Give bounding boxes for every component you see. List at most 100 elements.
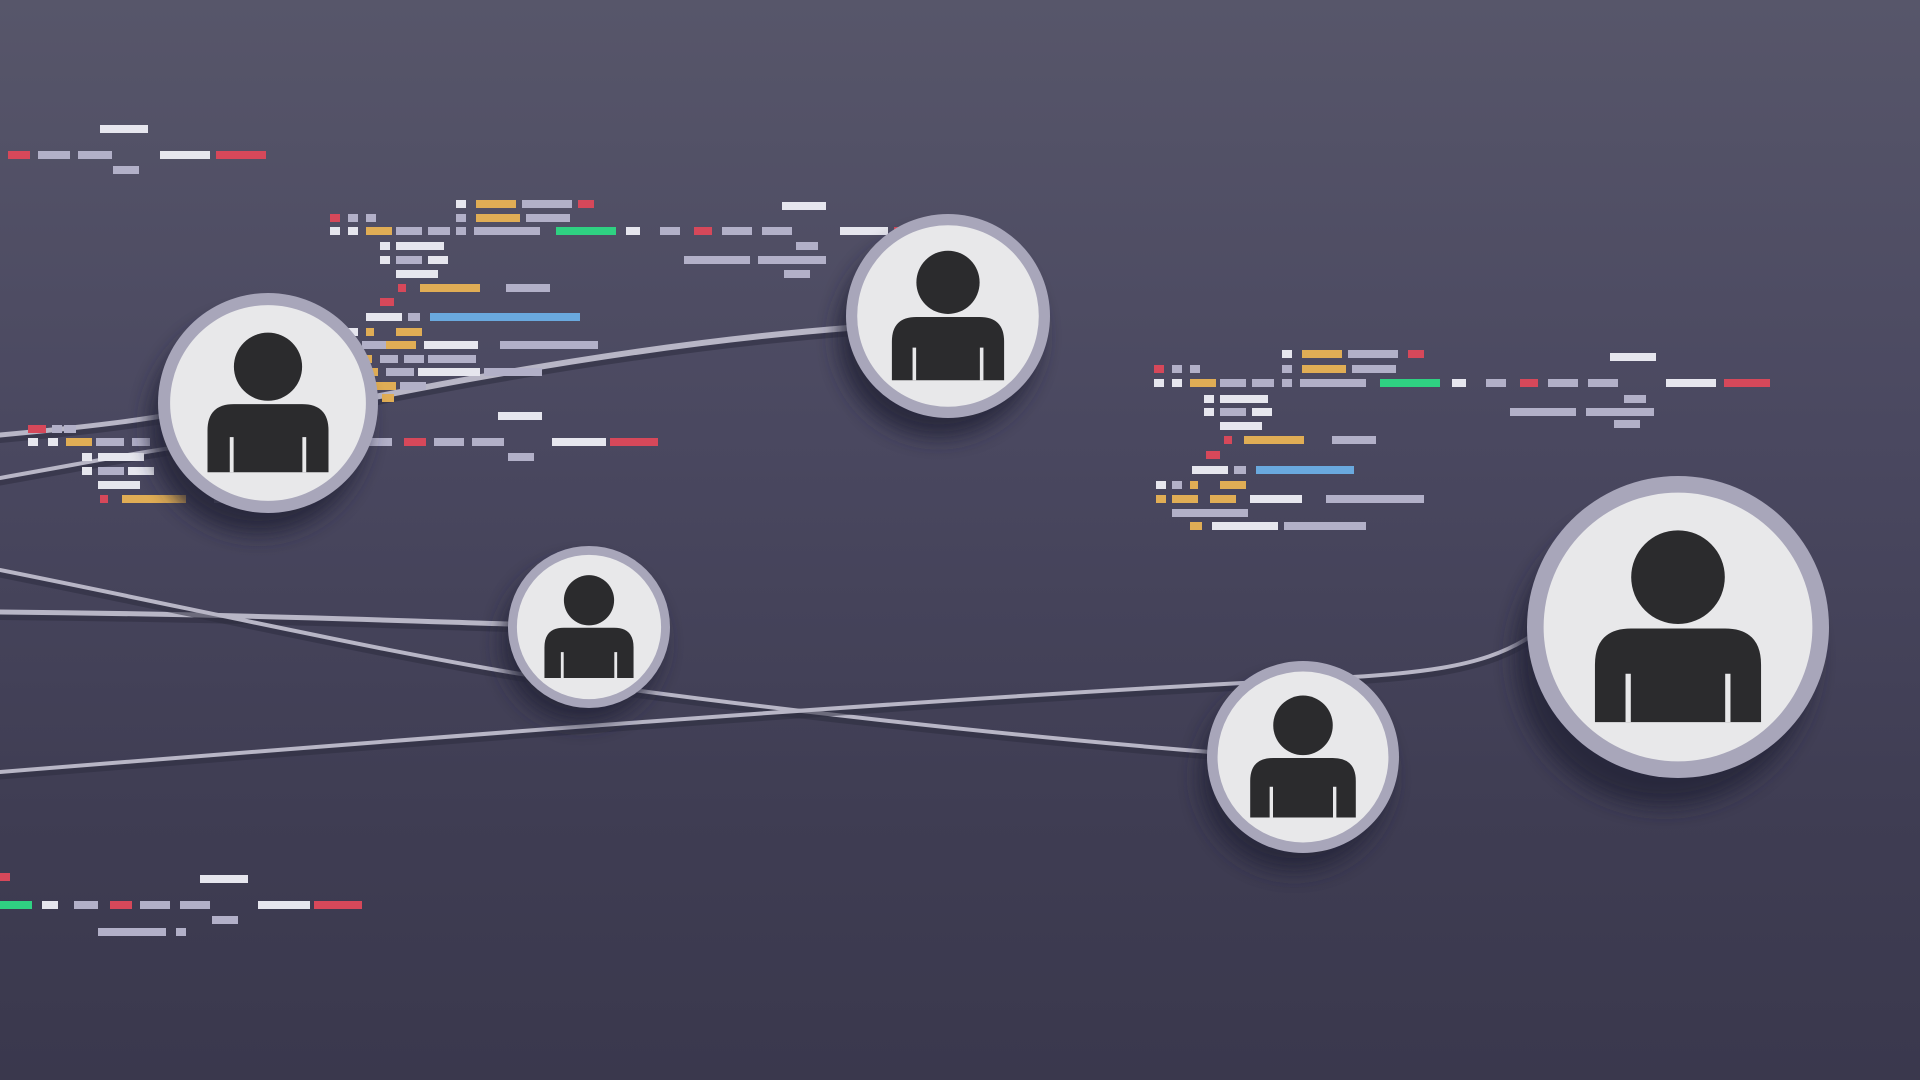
- code-token: [552, 438, 606, 446]
- code-token: [78, 151, 112, 159]
- code-snippet-right: [1154, 350, 1770, 530]
- connection-line: [0, 609, 514, 632]
- code-token: [380, 256, 390, 264]
- code-token: [578, 200, 594, 208]
- code-token: [1192, 466, 1228, 474]
- code-token: [176, 928, 186, 936]
- code-token: [386, 368, 414, 376]
- code-token: [370, 382, 396, 390]
- code-token: [396, 242, 444, 250]
- connection-line: [0, 636, 1532, 780]
- user-node: [837, 214, 1050, 438]
- code-token: [386, 341, 416, 349]
- code-token: [366, 214, 376, 222]
- code-token: [500, 341, 598, 349]
- code-token: [1234, 466, 1246, 474]
- code-token: [1724, 379, 1770, 387]
- code-token: [428, 355, 476, 363]
- code-token: [1220, 395, 1268, 403]
- code-token: [1624, 395, 1646, 403]
- code-token: [506, 284, 550, 292]
- code-token: [1252, 408, 1272, 416]
- code-token: [430, 313, 580, 321]
- code-token: [498, 412, 542, 420]
- code-token: [366, 328, 374, 336]
- code-token: [1282, 379, 1292, 387]
- code-token: [110, 901, 132, 909]
- code-token: [1172, 481, 1182, 489]
- user-avatar-icon: [1250, 695, 1356, 818]
- code-token: [1156, 495, 1166, 503]
- code-token: [1352, 365, 1396, 373]
- code-token: [38, 151, 70, 159]
- code-token: [556, 227, 616, 235]
- code-token: [1224, 436, 1232, 444]
- code-token: [28, 425, 46, 433]
- code-token: [420, 284, 480, 292]
- code-token: [28, 438, 38, 446]
- code-token: [1154, 365, 1164, 373]
- code-token: [1666, 379, 1716, 387]
- user-avatar-icon: [544, 575, 634, 679]
- code-token: [418, 368, 480, 376]
- code-token: [1452, 379, 1466, 387]
- code-token: [362, 341, 388, 349]
- code-token: [366, 313, 402, 321]
- code-token: [434, 438, 464, 446]
- user-avatar-icon: [207, 332, 329, 473]
- user-node: [501, 546, 670, 724]
- code-token: [1212, 522, 1278, 530]
- code-token: [122, 495, 186, 503]
- connection-line: [365, 325, 853, 407]
- user-node: [1514, 476, 1829, 807]
- code-token: [74, 901, 98, 909]
- code-token: [396, 270, 438, 278]
- code-token: [1204, 408, 1214, 416]
- code-token: [1408, 350, 1424, 358]
- code-snippet-bottom-left: [0, 873, 362, 936]
- code-token: [526, 214, 570, 222]
- code-token: [396, 328, 422, 336]
- code-token: [472, 438, 504, 446]
- code-token: [1154, 379, 1164, 387]
- code-token: [722, 227, 752, 235]
- connection-line: [0, 411, 179, 443]
- code-token: [1300, 379, 1366, 387]
- code-token: [840, 227, 888, 235]
- code-token: [1190, 379, 1216, 387]
- code-token: [100, 495, 108, 503]
- code-token: [98, 453, 144, 461]
- code-token: [98, 467, 124, 475]
- code-token: [1326, 495, 1424, 503]
- user-node: [1199, 661, 1399, 872]
- code-token: [1282, 350, 1292, 358]
- code-token: [1190, 481, 1198, 489]
- code-token: [1614, 420, 1640, 428]
- code-token: [1302, 350, 1342, 358]
- code-token: [82, 453, 92, 461]
- code-token: [508, 453, 534, 461]
- code-token: [428, 256, 448, 264]
- code-token: [456, 200, 466, 208]
- code-token: [428, 227, 450, 235]
- user-avatar-icon: [891, 250, 1005, 381]
- code-token: [474, 227, 540, 235]
- code-token: [396, 227, 422, 235]
- code-token: [42, 901, 58, 909]
- code-token: [1332, 436, 1376, 444]
- code-token: [380, 298, 394, 306]
- code-token: [330, 214, 340, 222]
- code-token: [476, 200, 516, 208]
- code-token: [522, 200, 572, 208]
- code-token: [1156, 481, 1166, 489]
- user-nodes-layer: [149, 214, 1829, 872]
- code-token: [48, 438, 58, 446]
- code-token: [1302, 365, 1346, 373]
- code-token: [1204, 395, 1214, 403]
- code-token: [396, 256, 422, 264]
- code-token: [98, 481, 140, 489]
- code-token: [140, 901, 170, 909]
- code-token: [1210, 495, 1236, 503]
- code-token: [1588, 379, 1618, 387]
- code-token: [1172, 365, 1182, 373]
